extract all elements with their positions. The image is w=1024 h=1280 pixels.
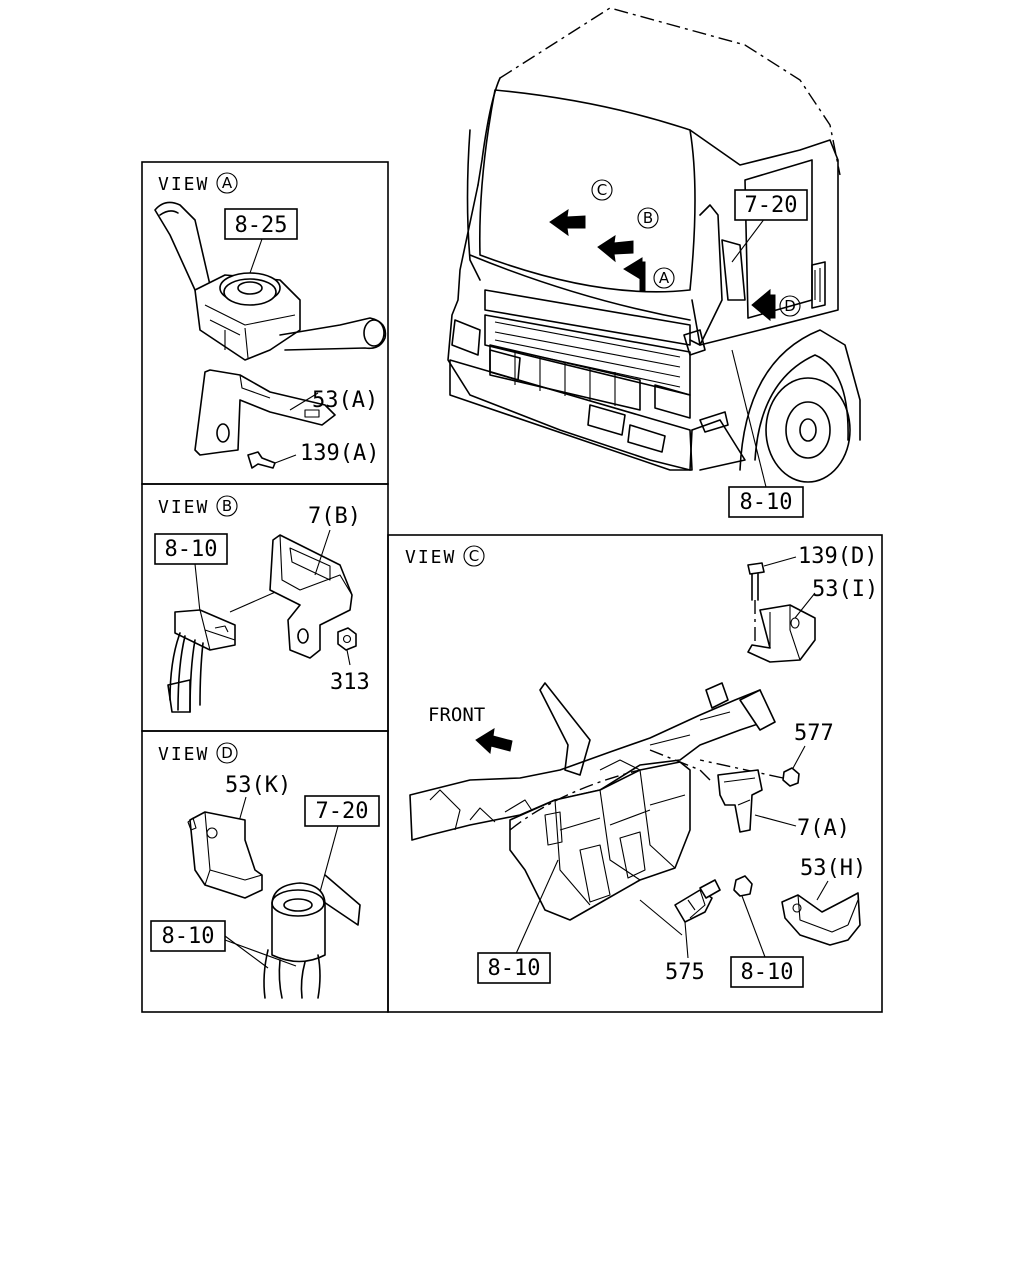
part-label-139a: 139(A)	[300, 441, 379, 466]
part-label-139d: 139(D)	[798, 544, 877, 569]
view-d-title: VIEW	[158, 744, 209, 765]
part-label-53h: 53(H)	[800, 856, 866, 881]
view-b-title: VIEW	[158, 497, 209, 518]
ref-box-8-10-view-c-left	[477, 952, 551, 984]
view-d-content: VIEW D 53(K) 7-20 8-10	[150, 742, 380, 999]
ref-label-8-10-view-c-right: 8-10	[741, 960, 794, 985]
view-c-letter: C	[469, 547, 479, 565]
ref-box-8-10-view-b	[154, 533, 228, 565]
front-arrow-icon	[475, 728, 513, 755]
ref-box-8-10-truck	[728, 486, 804, 518]
view-marker-c: C	[597, 181, 607, 199]
ref-label-8-10-truck: 8-10	[740, 490, 793, 515]
ref-label-8-25: 8-25	[235, 213, 288, 238]
truck-cab-illustration: C B A D 7-20 8-10	[447, 7, 861, 518]
ref-box-7-20-view-d	[304, 795, 380, 827]
view-b-content: VIEW B 8-10 7(B) 313	[154, 495, 370, 713]
part-label-53a: 53(A)	[312, 388, 378, 413]
view-b-letter: B	[222, 497, 232, 515]
ref-label-7-20-view-d: 7-20	[316, 799, 369, 824]
ref-box-7-20-truck	[734, 189, 808, 221]
part-label-53k: 53(K)	[225, 773, 291, 798]
ref-label-8-10-view-c-left: 8-10	[488, 956, 541, 981]
part-label-313: 313	[330, 670, 370, 695]
part-label-577: 577	[794, 721, 834, 746]
view-c-title: VIEW	[405, 547, 456, 568]
part-label-53i: 53(I)	[812, 577, 878, 602]
view-marker-d: D	[784, 297, 796, 315]
ref-box-8-25	[224, 208, 298, 240]
view-c-content: VIEW C FRONT 139(D) 53(I) 577 7(A) 53(H)	[405, 544, 878, 988]
part-label-575: 575	[665, 960, 705, 985]
view-d-letter: D	[221, 744, 233, 762]
part-label-7b: 7(B)	[308, 504, 361, 529]
ref-box-8-10-view-c-right	[730, 956, 804, 988]
ref-label-8-10-view-d: 8-10	[162, 924, 215, 949]
part-label-7a: 7(A)	[797, 816, 850, 841]
view-marker-a: A	[659, 269, 670, 287]
ref-label-8-10-view-b: 8-10	[165, 537, 218, 562]
view-a-title: VIEW	[158, 174, 209, 195]
view-a-content: VIEW A 8-25 53(A) 139(A)	[154, 172, 387, 469]
front-label: FRONT	[428, 704, 485, 726]
panel-view-c	[387, 534, 883, 1013]
view-a-letter: A	[222, 174, 233, 192]
view-marker-b: B	[643, 209, 653, 227]
ref-label-7-20-truck: 7-20	[745, 193, 798, 218]
